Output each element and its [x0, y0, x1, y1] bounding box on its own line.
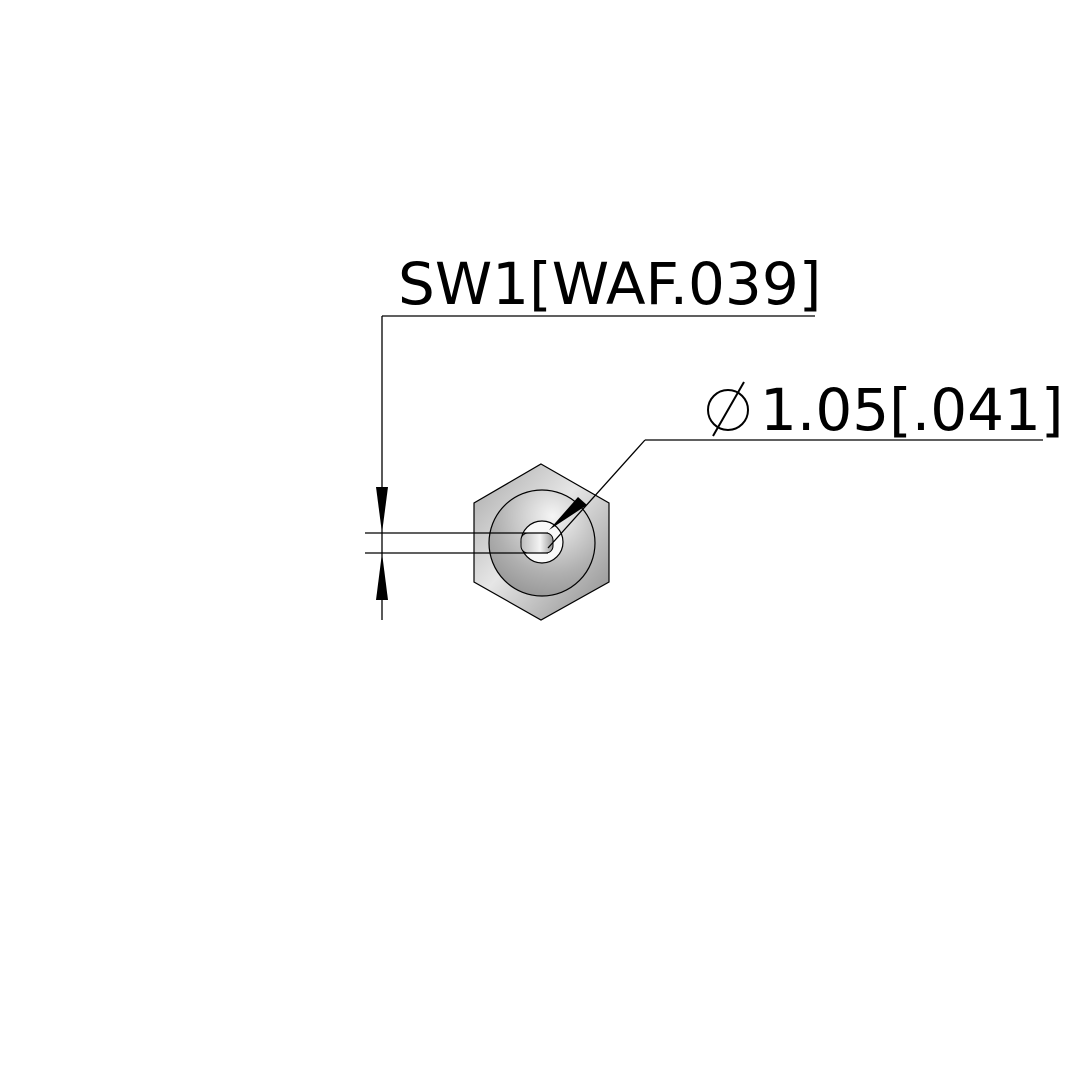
hex-part [473, 463, 610, 621]
diameter-leader [547, 439, 646, 549]
sw-dimension-text: SW1[WAF.039] [398, 250, 821, 318]
arrow-down-icon [376, 487, 388, 533]
arrow-up-icon [376, 553, 388, 600]
diameter-arrow-icon [549, 497, 587, 530]
diameter-text: 1.05[.041] [760, 376, 1064, 444]
diameter-dimension: 1.05[.041] [547, 376, 1064, 549]
width-across-flats-dimension: SW1[WAF.039] [365, 250, 821, 620]
diameter-symbol-icon [707, 381, 749, 437]
pin [520, 532, 554, 554]
